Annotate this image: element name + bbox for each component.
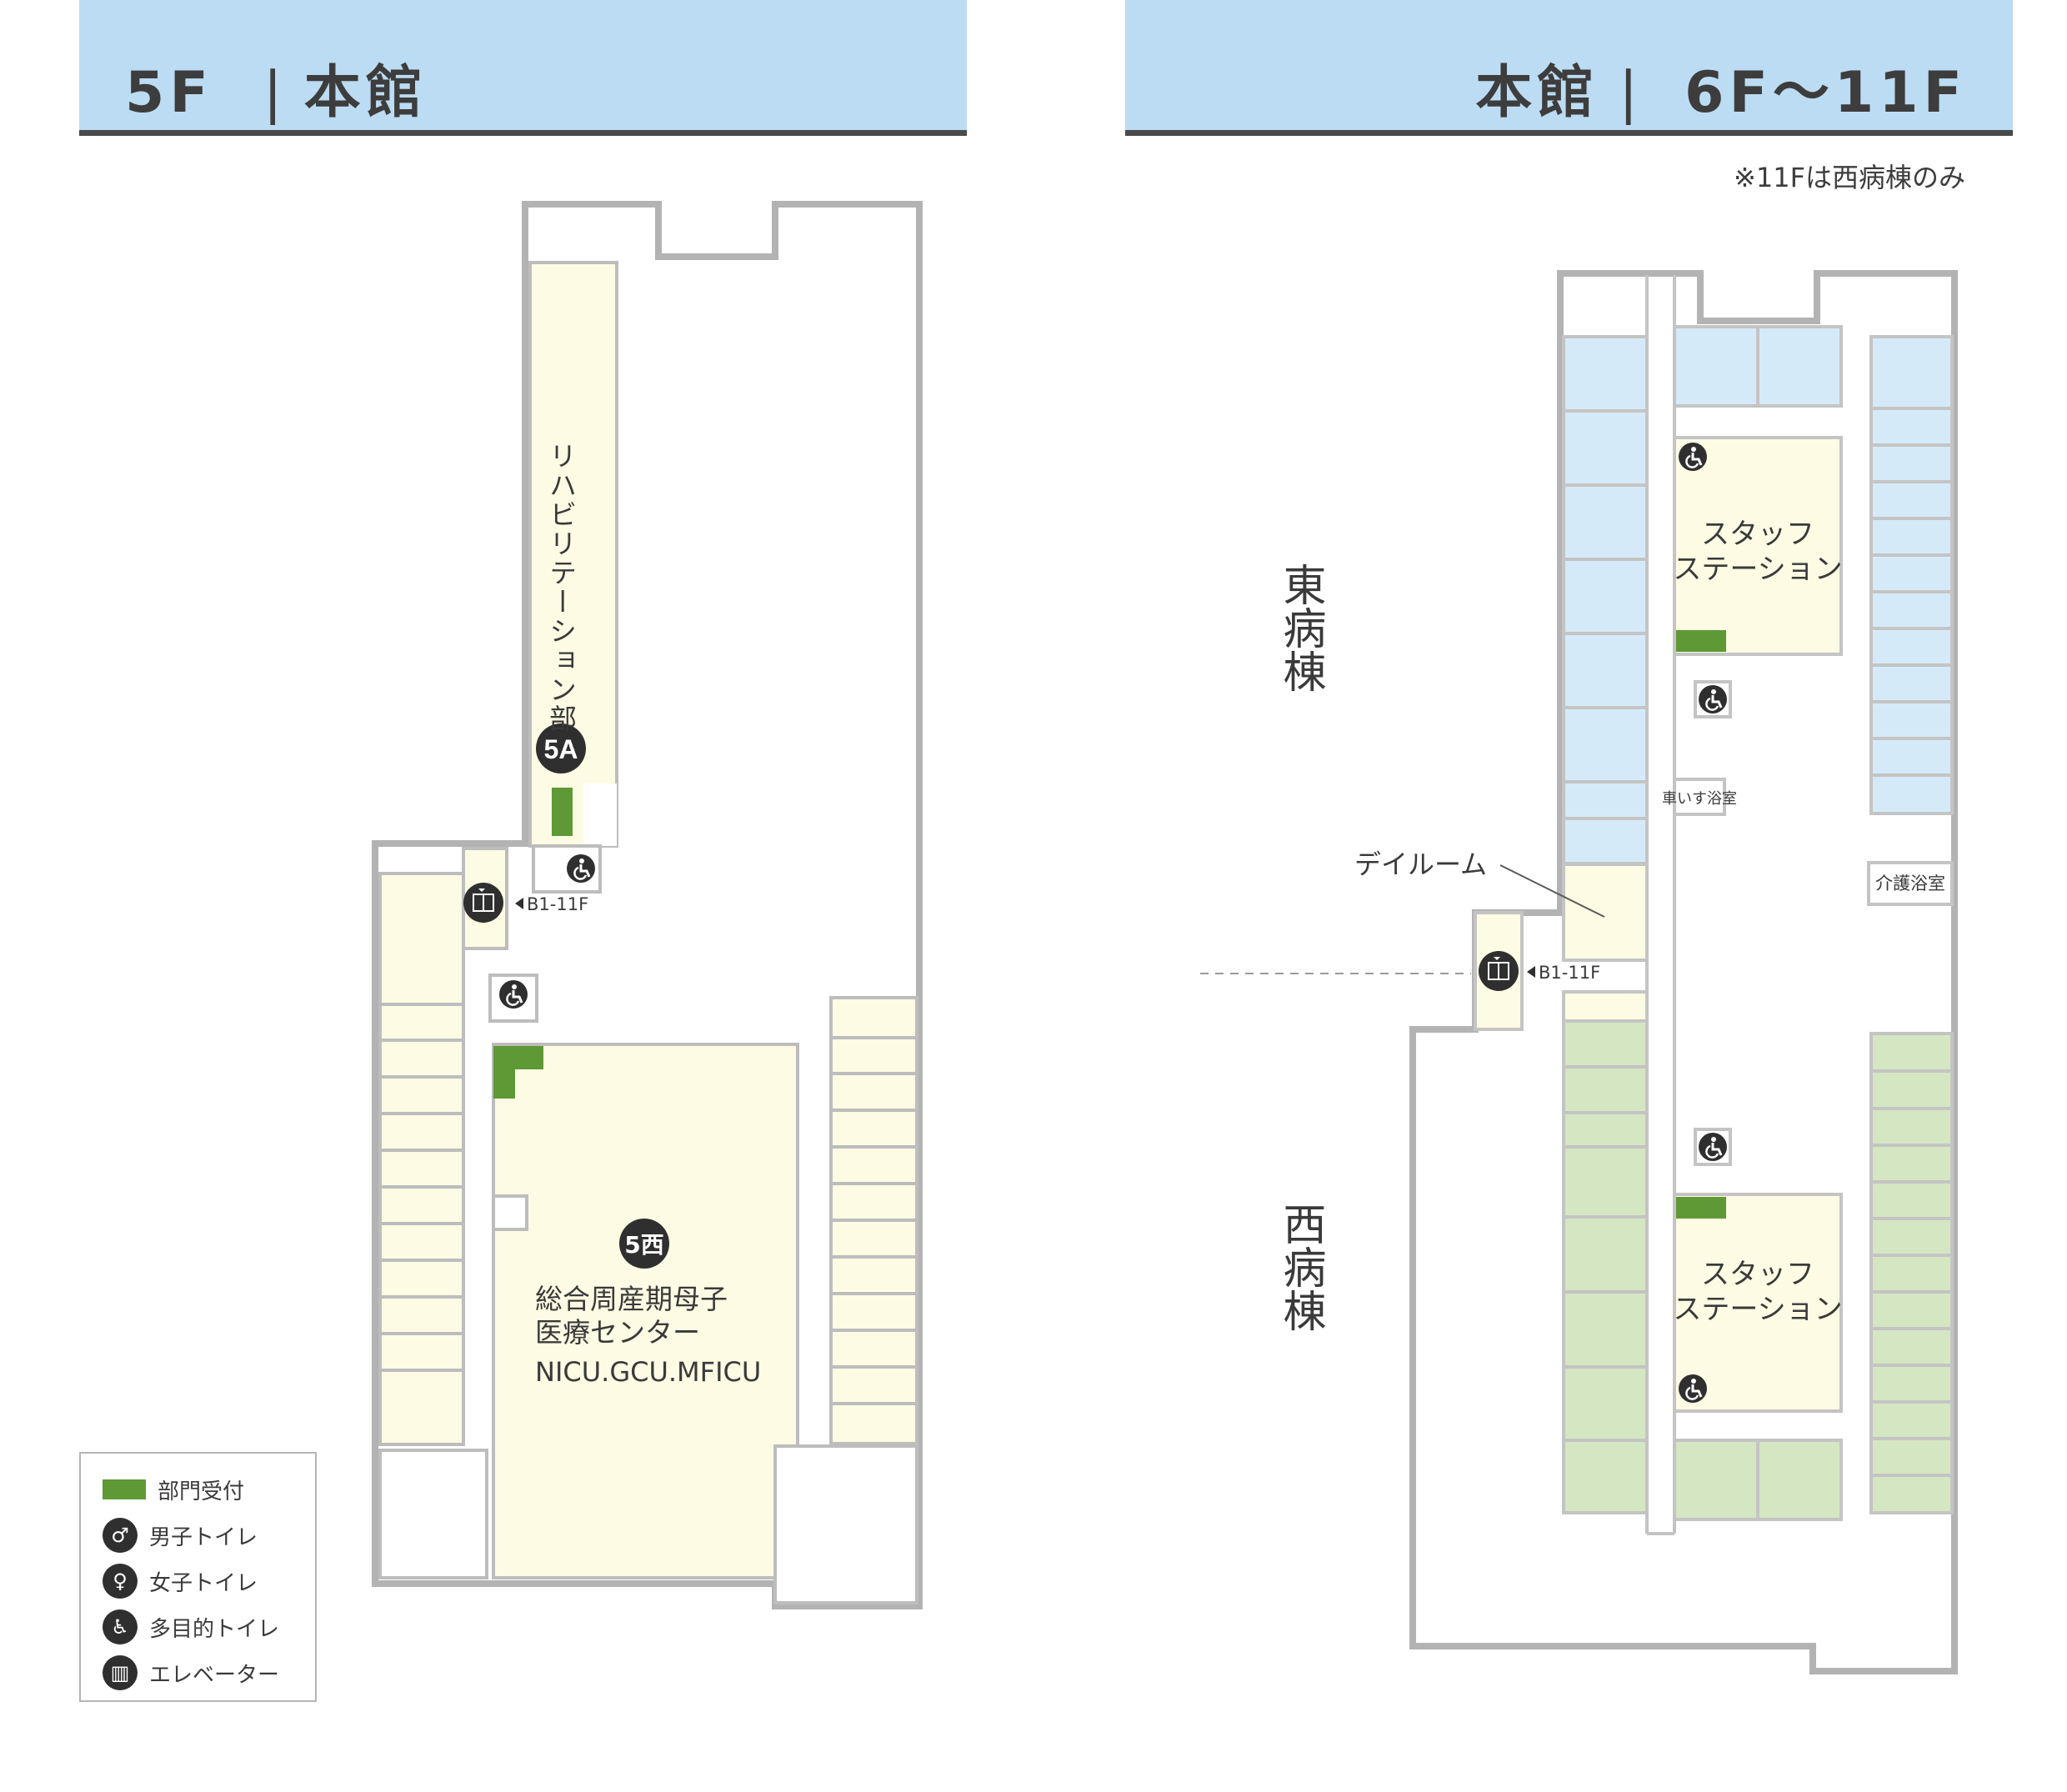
accessible-toilet-icon (498, 979, 529, 1010)
legend-item: ♂ 男子トイレ (103, 1516, 258, 1554)
left-floor-banner: 5F |本館 (79, 0, 967, 136)
west-rooms-right (1869, 1032, 1954, 1514)
west-station-label-2: ステーション (1673, 1293, 1842, 1326)
nicu-label-line3: NICU.GCU.MFICU (535, 1356, 761, 1388)
accessible-toilet-icon (565, 853, 597, 884)
west-station-reception (1676, 1197, 1726, 1219)
badge-5a-label: 5A (544, 734, 578, 764)
nicu-reception (493, 1046, 543, 1099)
accessible-toilet-icon: ♿ (103, 1609, 138, 1644)
legend-item: 部門受付 (103, 1470, 244, 1509)
east-rooms-left (1562, 335, 1649, 865)
legend-label: 多目的トイレ (149, 1616, 280, 1642)
womens-toilet-icon: ♀ (103, 1564, 138, 1599)
elevator-icon (463, 882, 504, 924)
west-station-label-1: スタッフ (1701, 1258, 1814, 1291)
reception-swatch (103, 1479, 146, 1499)
accessible-toilet-icon (1677, 441, 1709, 473)
east-station-reception (1676, 630, 1726, 652)
floor-note: ※11Fは西病棟のみ (1734, 162, 1965, 193)
title-divider: | (1619, 60, 1644, 126)
east-wing-label: 東病棟 (1275, 563, 1325, 693)
legend-label: 女子トイレ (149, 1570, 258, 1596)
left-floor-title: 5F |本館 (125, 46, 428, 128)
left-elevator-label: B1-11F (527, 894, 588, 914)
nicu-label-line2: 医療センター (535, 1316, 700, 1349)
rehab-reception (552, 788, 573, 836)
west-wing-label: 西病棟 (1275, 1202, 1325, 1332)
badge-5a (536, 723, 586, 773)
left-floor-label: 5F (125, 60, 213, 126)
title-divider: | (263, 60, 288, 126)
east-staff-station (1673, 436, 1843, 656)
day-room-label: デイルーム (1354, 848, 1487, 880)
east-station-label-2: ステーション (1673, 553, 1842, 586)
wheelchair-bath-room (1673, 778, 1726, 816)
elevator-icon (1478, 950, 1519, 992)
badge-5west-label: 5西 (624, 1231, 663, 1259)
legend-item: ♿ 多目的トイレ (103, 1608, 279, 1646)
legend-label: 男子トイレ (149, 1524, 258, 1550)
mens-toilet-icon: ♂ (103, 1518, 138, 1553)
west-staff-station (1673, 1193, 1843, 1413)
elevator-arrow-icon (1527, 966, 1535, 978)
map-legend: 部門受付 ♂ 男子トイレ ♀ 女子トイレ ♿ 多目的トイレ ▥ エレベーター (79, 1452, 317, 1702)
legend-label: エレベーター (149, 1662, 280, 1688)
accessible-toilet-icon (1697, 1131, 1729, 1163)
elevator-arrow-icon (515, 898, 523, 909)
care-bath-room (1867, 861, 1954, 906)
day-room-leader-line (1499, 864, 1605, 918)
legend-label: 部門受付 (158, 1479, 245, 1504)
east-rooms-right (1869, 335, 1954, 815)
accessible-toilet-icon (1677, 1373, 1709, 1404)
wheelchair-bath-label: 車いす浴室 (1662, 790, 1737, 808)
right-floors-label: 6F〜11F (1684, 60, 1967, 126)
right-floor-title: 本館 | 6F〜11F (1475, 46, 1967, 128)
rehab-dept-label: リハビリテーション部 (545, 442, 578, 733)
left-corridor-rooms (378, 872, 465, 1446)
care-bath-label: 介護浴室 (1875, 873, 1945, 893)
right-building-label: 本館 (1475, 60, 1599, 126)
elevator-icon: ▥ (103, 1655, 138, 1690)
east-station-label-1: スタッフ (1701, 518, 1814, 551)
legend-item: ♀ 女子トイレ (103, 1562, 258, 1600)
right-elevator-label: B1-11F (1539, 963, 1600, 983)
nicu-label-line1: 総合周産期母子 (535, 1283, 728, 1315)
left-building-label: 本館 (303, 60, 428, 126)
day-room (1562, 863, 1649, 962)
badge-5west (619, 1219, 669, 1269)
accessible-toilet-icon (1697, 683, 1729, 715)
right-floor-banner: 本館 | 6F〜11F (1125, 0, 2013, 136)
legend-item: ▥ エレベーター (103, 1654, 279, 1692)
nicu-room (492, 1043, 799, 1579)
